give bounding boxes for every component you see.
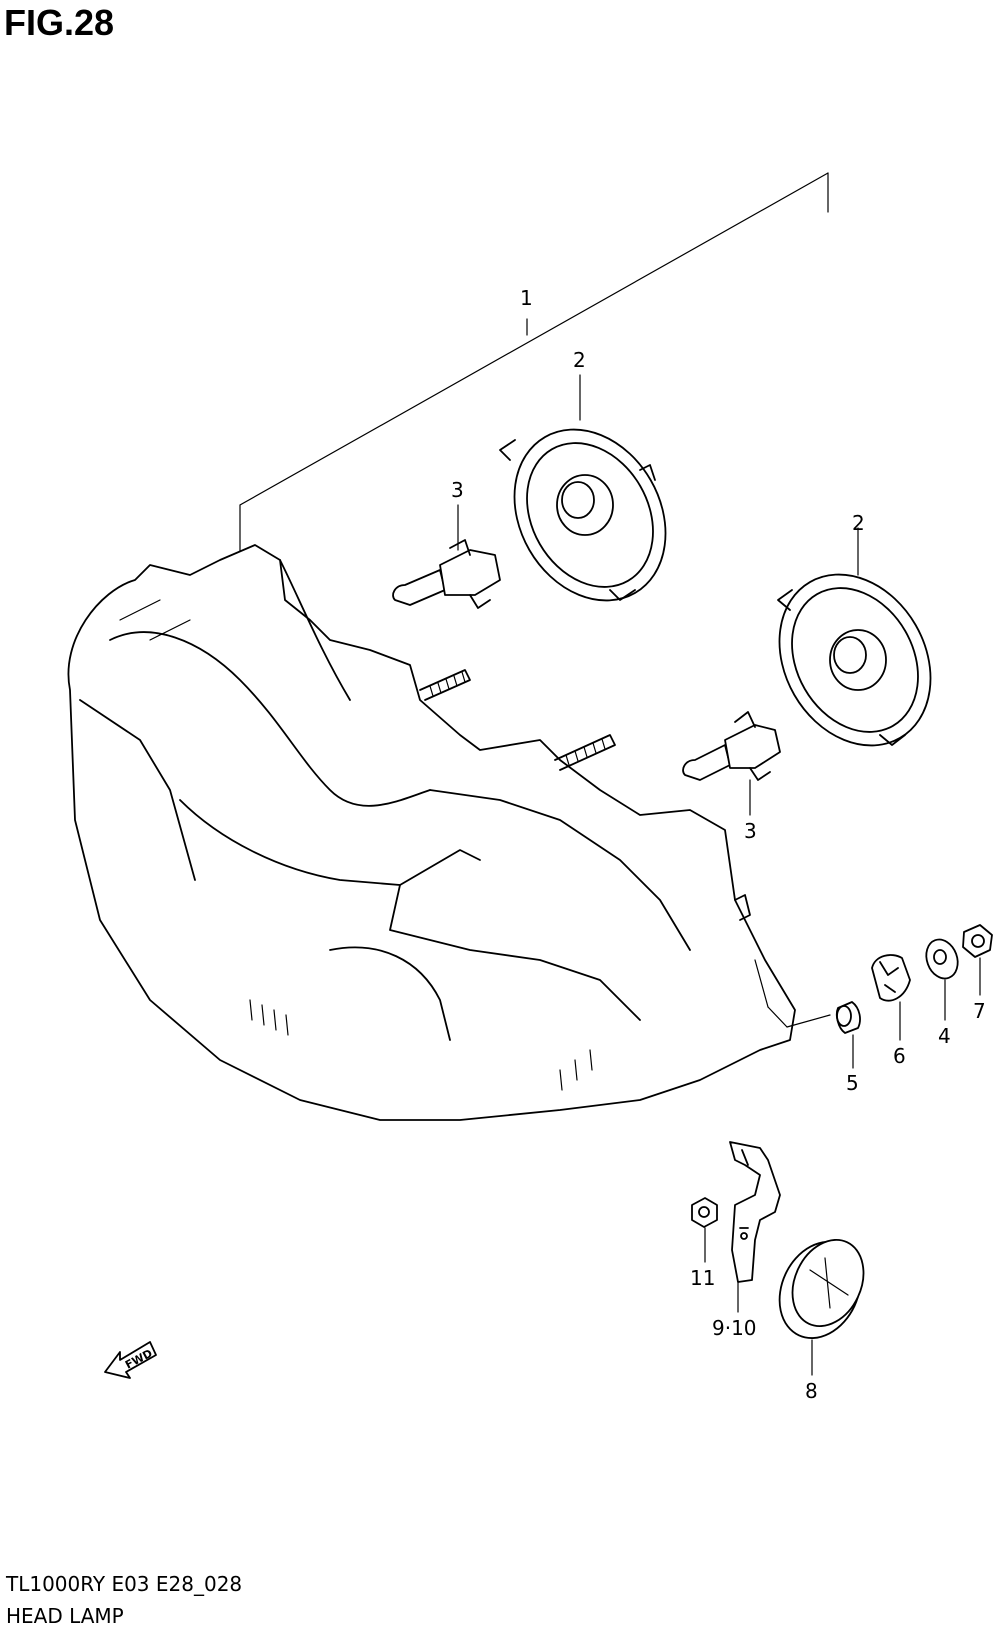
model-code: TL1000RY E03 E28_028 [6,1572,243,1596]
leader-1 [239,172,829,553]
nut-7 [962,924,993,958]
washer-4 [925,938,959,980]
socket-cover-upper [499,428,667,602]
callout-9-10: 9·10 [712,1316,757,1340]
headlamp-assembly [67,544,796,1121]
callout-5: 5 [846,1071,859,1095]
callout-6: 6 [893,1044,906,1068]
footer: TL1000RY E03 E28_028 HEAD LAMP [6,1568,242,1632]
callout-7: 7 [973,999,986,1023]
callout-2-lower: 2 [852,511,865,535]
callout-2-upper: 2 [573,348,586,372]
section-name: HEAD LAMP [6,1604,124,1628]
socket-cover-lower [777,573,932,747]
collar-5 [754,959,861,1034]
grommet-6 [871,954,911,1002]
bulb-upper [392,539,501,609]
callout-3-upper: 3 [451,478,464,502]
figure-title: FIG.28 [4,2,115,43]
cap-8 [778,1238,865,1339]
nut-11 [691,1197,718,1228]
fwd-arrow-icon: FWD [104,1341,157,1379]
callout-11: 11 [690,1266,715,1290]
callout-8: 8 [805,1379,818,1403]
callout-4: 4 [938,1024,951,1048]
callout-1: 1 [520,286,533,310]
callout-3-lower: 3 [744,819,757,843]
bulb-lower [682,711,781,781]
bracket-9-10 [729,1141,781,1283]
